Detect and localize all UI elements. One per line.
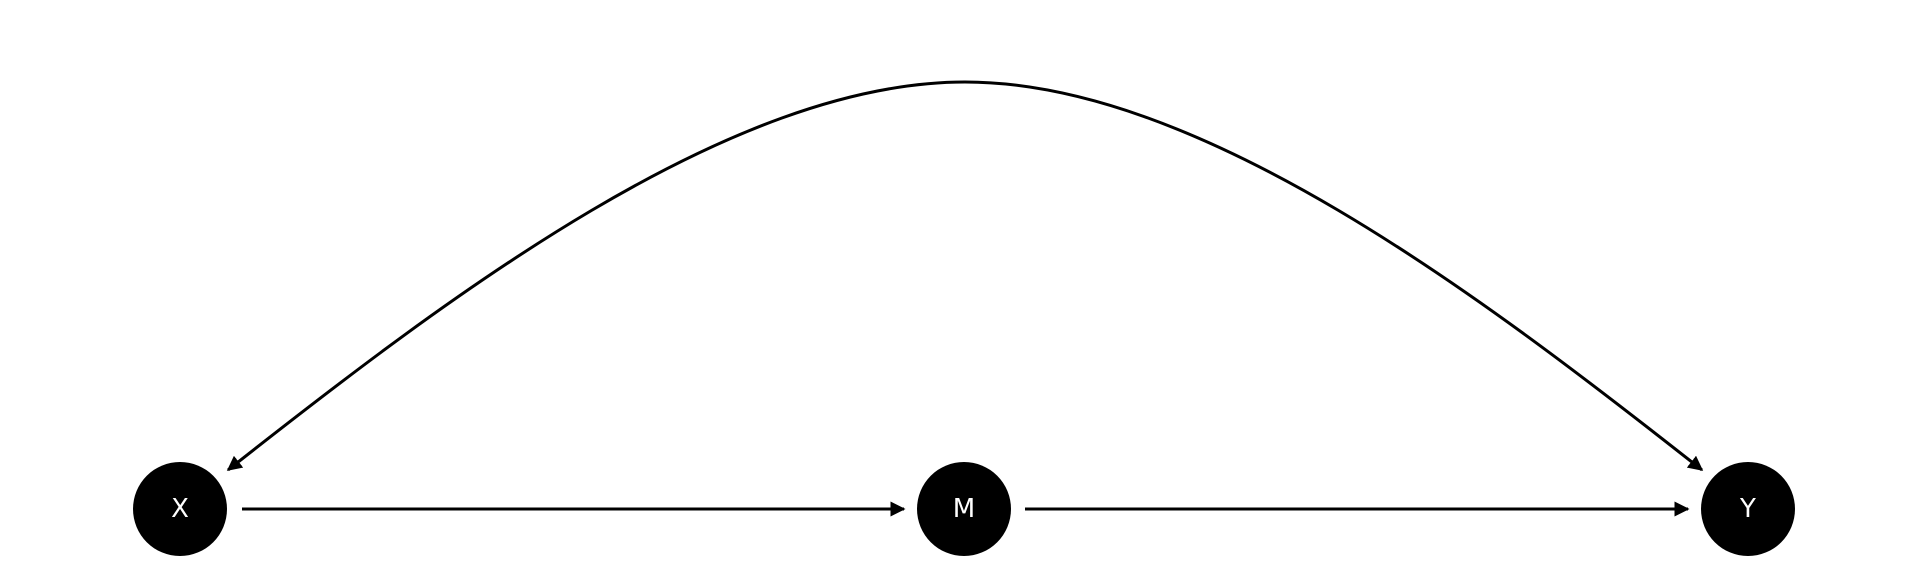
node-y: Y — [1701, 462, 1795, 556]
edge-x-y-bidirected — [226, 80, 1704, 472]
node-m: M — [917, 462, 1011, 556]
node-x-label: X — [171, 494, 189, 524]
node-y-circle — [1701, 462, 1795, 556]
node-x: X — [133, 462, 227, 556]
node-y-label: Y — [1739, 494, 1756, 524]
node-x-circle — [133, 462, 227, 556]
node-m-label: M — [953, 494, 975, 524]
node-m-circle — [917, 462, 1011, 556]
